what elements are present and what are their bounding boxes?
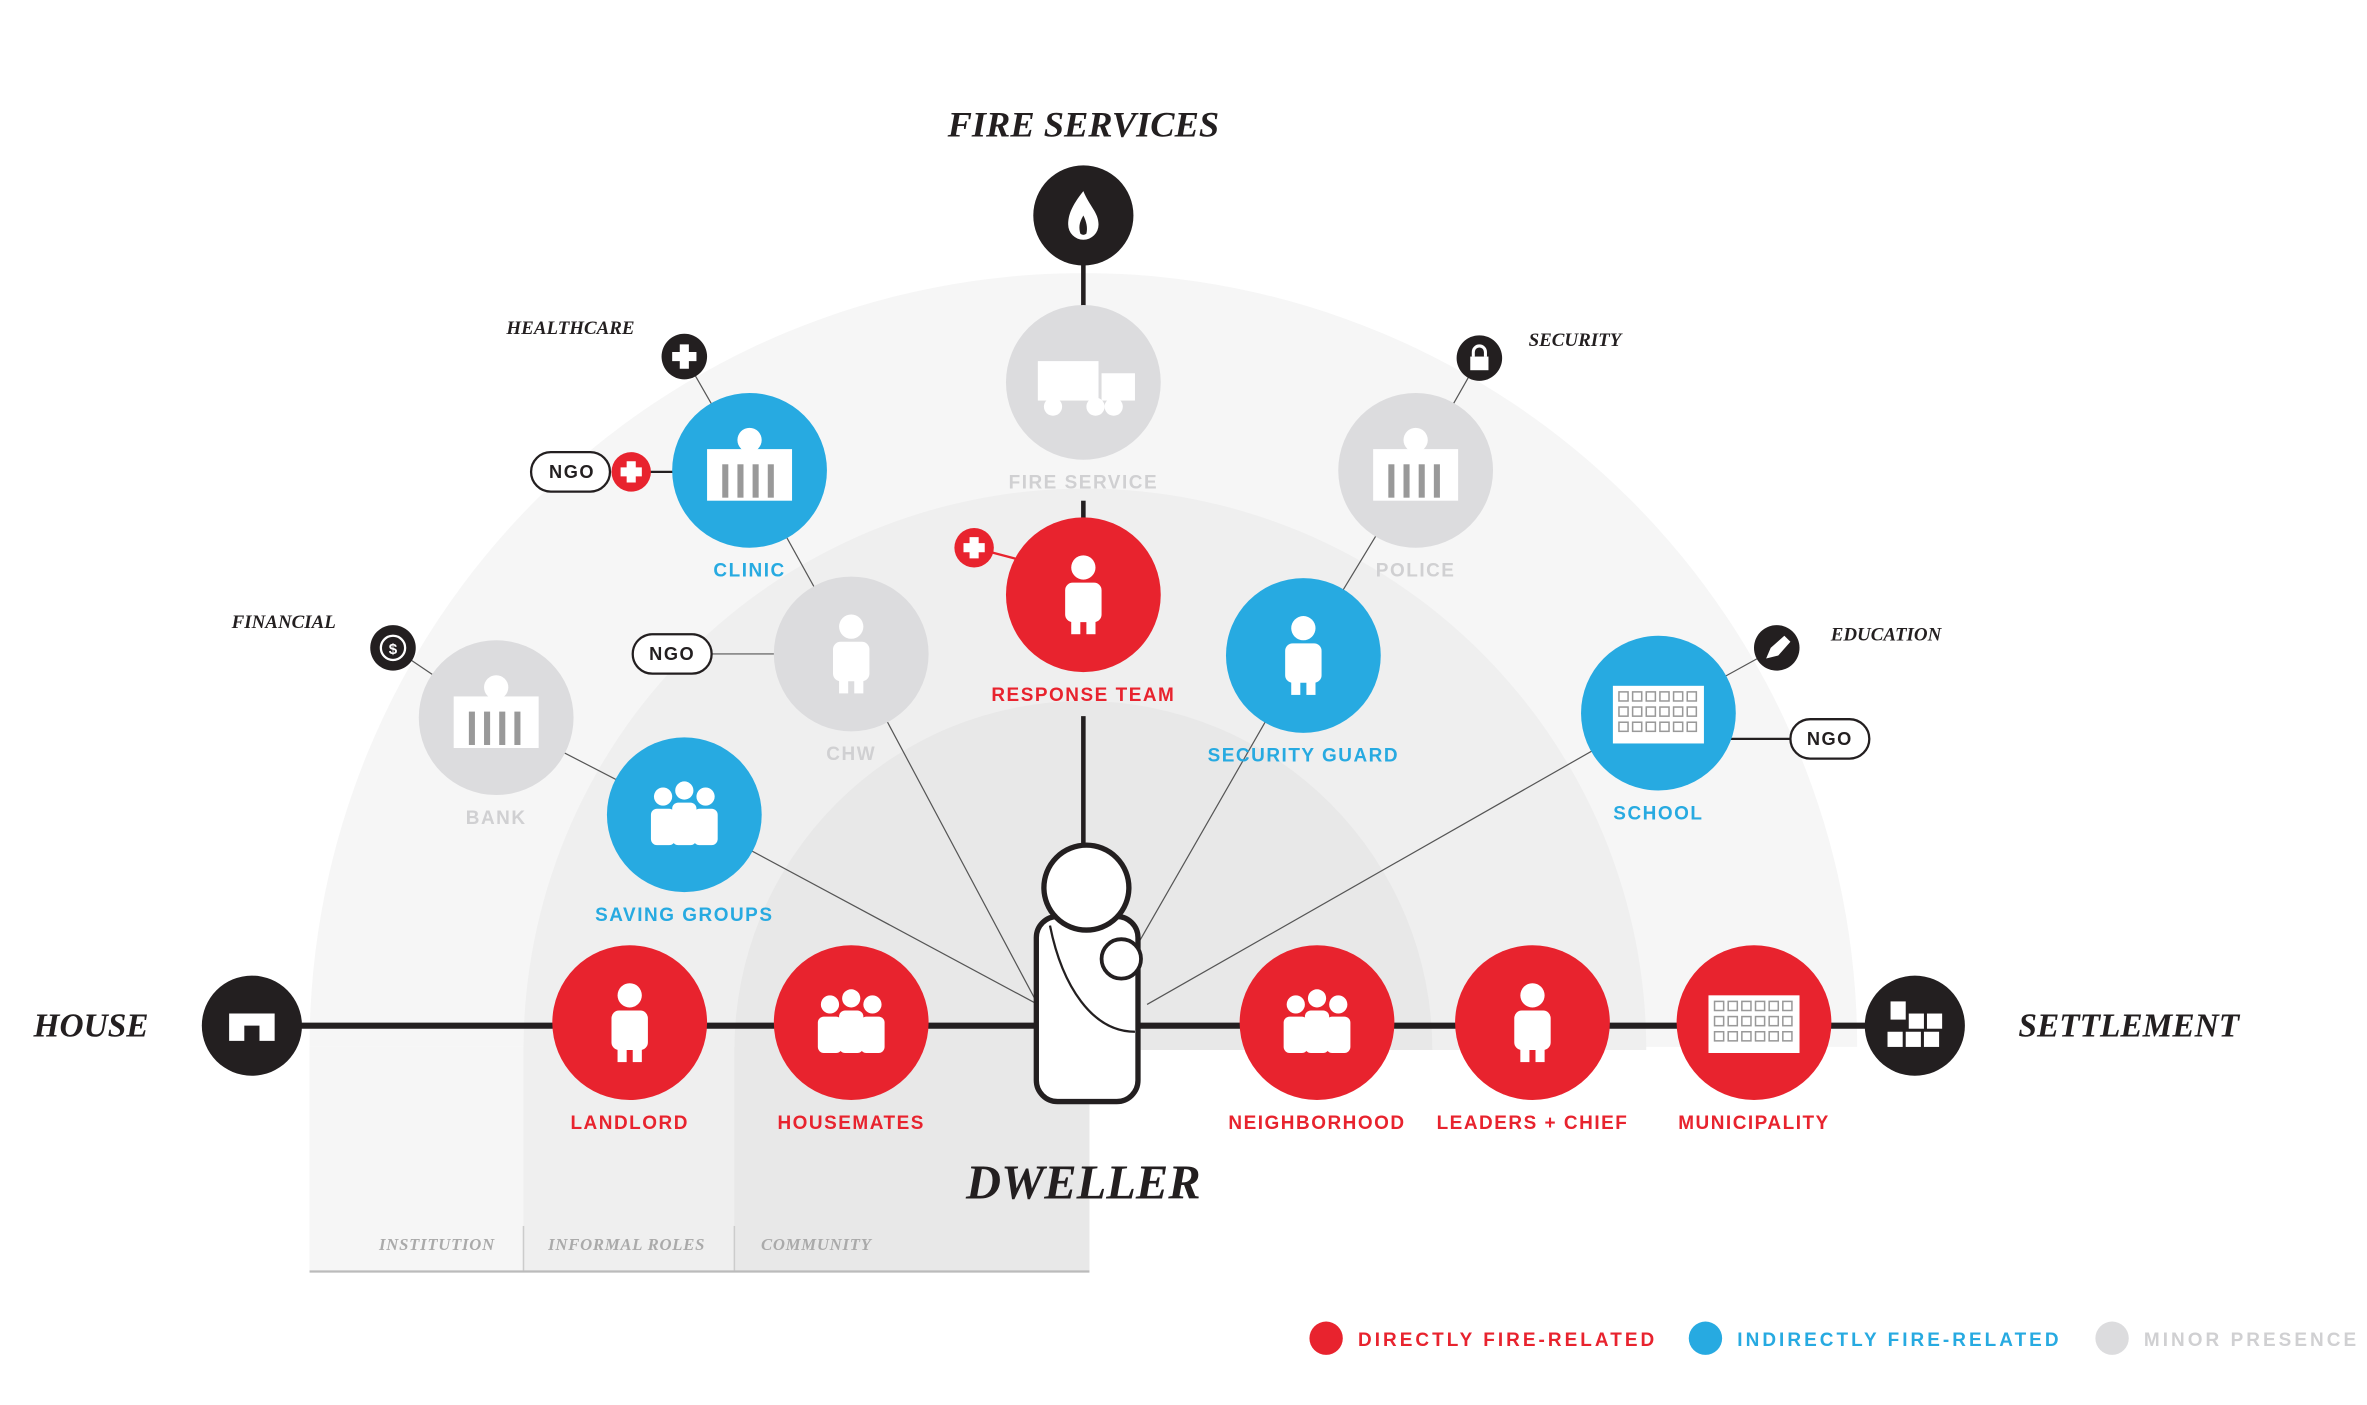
house-icon — [229, 1013, 275, 1041]
node-label: SAVING GROUPS — [595, 905, 773, 926]
plus-icon — [963, 537, 985, 559]
group-icon — [1283, 989, 1351, 1053]
node-saving-groups[interactable]: SAVING GROUPS — [595, 737, 773, 926]
node-school[interactable]: SCHOOL — [1581, 635, 1736, 825]
security-category: SECURITY — [1456, 330, 1624, 381]
group-icon — [650, 781, 718, 846]
legend-item-direct: DIRECTLY FIRE-RELATED — [1309, 1321, 1657, 1355]
node-neighborhood[interactable]: NEIGHBORHOOD — [1228, 945, 1405, 1134]
node-response-team[interactable]: RESPONSE TEAM — [991, 517, 1175, 706]
fire-services-node[interactable] — [1033, 165, 1134, 266]
ngo-badge-school: NGO — [1789, 718, 1871, 760]
node-label: NEIGHBORHOOD — [1228, 1113, 1405, 1134]
education-category: EDUCATION — [1753, 624, 1943, 671]
legend-label: MINOR PRESENCE — [2144, 1330, 2359, 1351]
band-label-institution: INSTITUTION — [378, 1235, 495, 1254]
legend-item-minor: MINOR PRESENCE — [2095, 1321, 2359, 1355]
node-security-guard[interactable]: SECURITY GUARD — [1208, 578, 1400, 767]
legend-label: DIRECTLY FIRE-RELATED — [1358, 1330, 1657, 1351]
person-icon — [1514, 983, 1551, 1063]
school-icon — [1708, 995, 1800, 1053]
healthcare-label: HEALTHCARE — [505, 318, 634, 339]
svg-text:NGO: NGO — [549, 462, 595, 482]
school-icon — [1612, 685, 1704, 744]
node-label: FIRE SERVICE — [1009, 473, 1159, 494]
node-municipality[interactable]: MUNICIPALITY — [1676, 945, 1832, 1134]
building-icon — [1373, 427, 1459, 501]
node-landlord[interactable]: LANDLORD — [552, 945, 708, 1134]
flame-icon — [1068, 191, 1099, 240]
legend-label: INDIRECTLY FIRE-RELATED — [1737, 1330, 2061, 1351]
band-community-lower — [734, 1046, 1090, 1272]
node-chw[interactable]: CHW — [773, 576, 929, 766]
ngo-badge-chw: NGO — [631, 633, 713, 675]
node-leaders-chief[interactable]: LEADERS + CHIEF — [1437, 945, 1629, 1134]
settlement-icon — [1887, 1001, 1943, 1047]
coin-icon — [379, 634, 407, 662]
legend-swatch — [1309, 1321, 1343, 1355]
dweller-figure[interactable] — [1033, 842, 1143, 1105]
node-label: LANDLORD — [570, 1113, 688, 1134]
node-housemates[interactable]: HOUSEMATES — [773, 945, 929, 1134]
red-cross-badge-response — [954, 528, 994, 568]
node-label: SCHOOL — [1613, 803, 1703, 824]
financial-label: FINANCIAL — [231, 612, 336, 633]
financial-category: $ FINANCIAL — [231, 612, 416, 671]
node-police[interactable]: POLICE — [1338, 392, 1494, 582]
house-label: HOUSE — [33, 1007, 149, 1044]
diagram-title: FIRE SERVICES — [947, 105, 1220, 145]
building-icon — [453, 675, 539, 749]
svg-text:NGO: NGO — [649, 644, 695, 664]
band-label-informal-roles: INFORMAL ROLES — [547, 1235, 705, 1254]
plus-icon — [672, 344, 697, 369]
legend-swatch — [2095, 1321, 2129, 1355]
node-label: LEADERS + CHIEF — [1437, 1113, 1629, 1134]
healthcare-category: HEALTHCARE — [505, 318, 708, 380]
education-label: EDUCATION — [1830, 624, 1943, 645]
person-icon — [1065, 555, 1102, 635]
node-label: MUNICIPALITY — [1678, 1113, 1830, 1134]
node-label: BANK — [466, 808, 527, 829]
node-label: SECURITY GUARD — [1208, 746, 1400, 767]
legend-item-indirect: INDIRECTLY FIRE-RELATED — [1688, 1321, 2061, 1355]
pencil-icon — [1766, 635, 1791, 659]
ngo-badge-clinic: NGO — [529, 451, 651, 493]
band-label-community: COMMUNITY — [761, 1235, 873, 1254]
person-icon — [833, 614, 870, 694]
stakeholder-nodes: FIRE SERVICE CLINIC POLICE RESPONSE TEAM CHW… — [418, 304, 1832, 1134]
security-label: SECURITY — [1529, 330, 1624, 351]
plus-icon — [620, 461, 642, 483]
node-label: RESPONSE TEAM — [991, 685, 1175, 706]
person-icon — [611, 983, 648, 1063]
truck-icon — [1037, 361, 1135, 416]
lock-icon — [1470, 344, 1489, 371]
node-bank[interactable]: BANK — [418, 640, 574, 829]
node-label: HOUSEMATES — [777, 1113, 925, 1134]
building-icon — [707, 427, 793, 501]
legend-swatch — [1688, 1321, 1723, 1355]
svg-text:$: $ — [389, 641, 398, 658]
svg-text:NGO: NGO — [1807, 729, 1853, 749]
node-fire-service[interactable]: FIRE SERVICE — [1005, 304, 1161, 494]
person-icon — [1285, 616, 1322, 695]
node-label: CLINIC — [713, 561, 785, 582]
legend: DIRECTLY FIRE-RELATED INDIRECTLY FIRE-REL… — [1309, 1321, 2359, 1355]
settlement-label: SETTLEMENT — [2018, 1007, 2240, 1044]
dweller-label: DWELLER — [965, 1156, 1201, 1210]
node-label: CHW — [826, 744, 876, 765]
settlement-node[interactable] — [1864, 975, 1965, 1076]
node-clinic[interactable]: CLINIC — [672, 392, 827, 582]
node-label: POLICE — [1376, 561, 1456, 582]
group-icon — [817, 989, 885, 1053]
house-node[interactable] — [201, 975, 302, 1076]
